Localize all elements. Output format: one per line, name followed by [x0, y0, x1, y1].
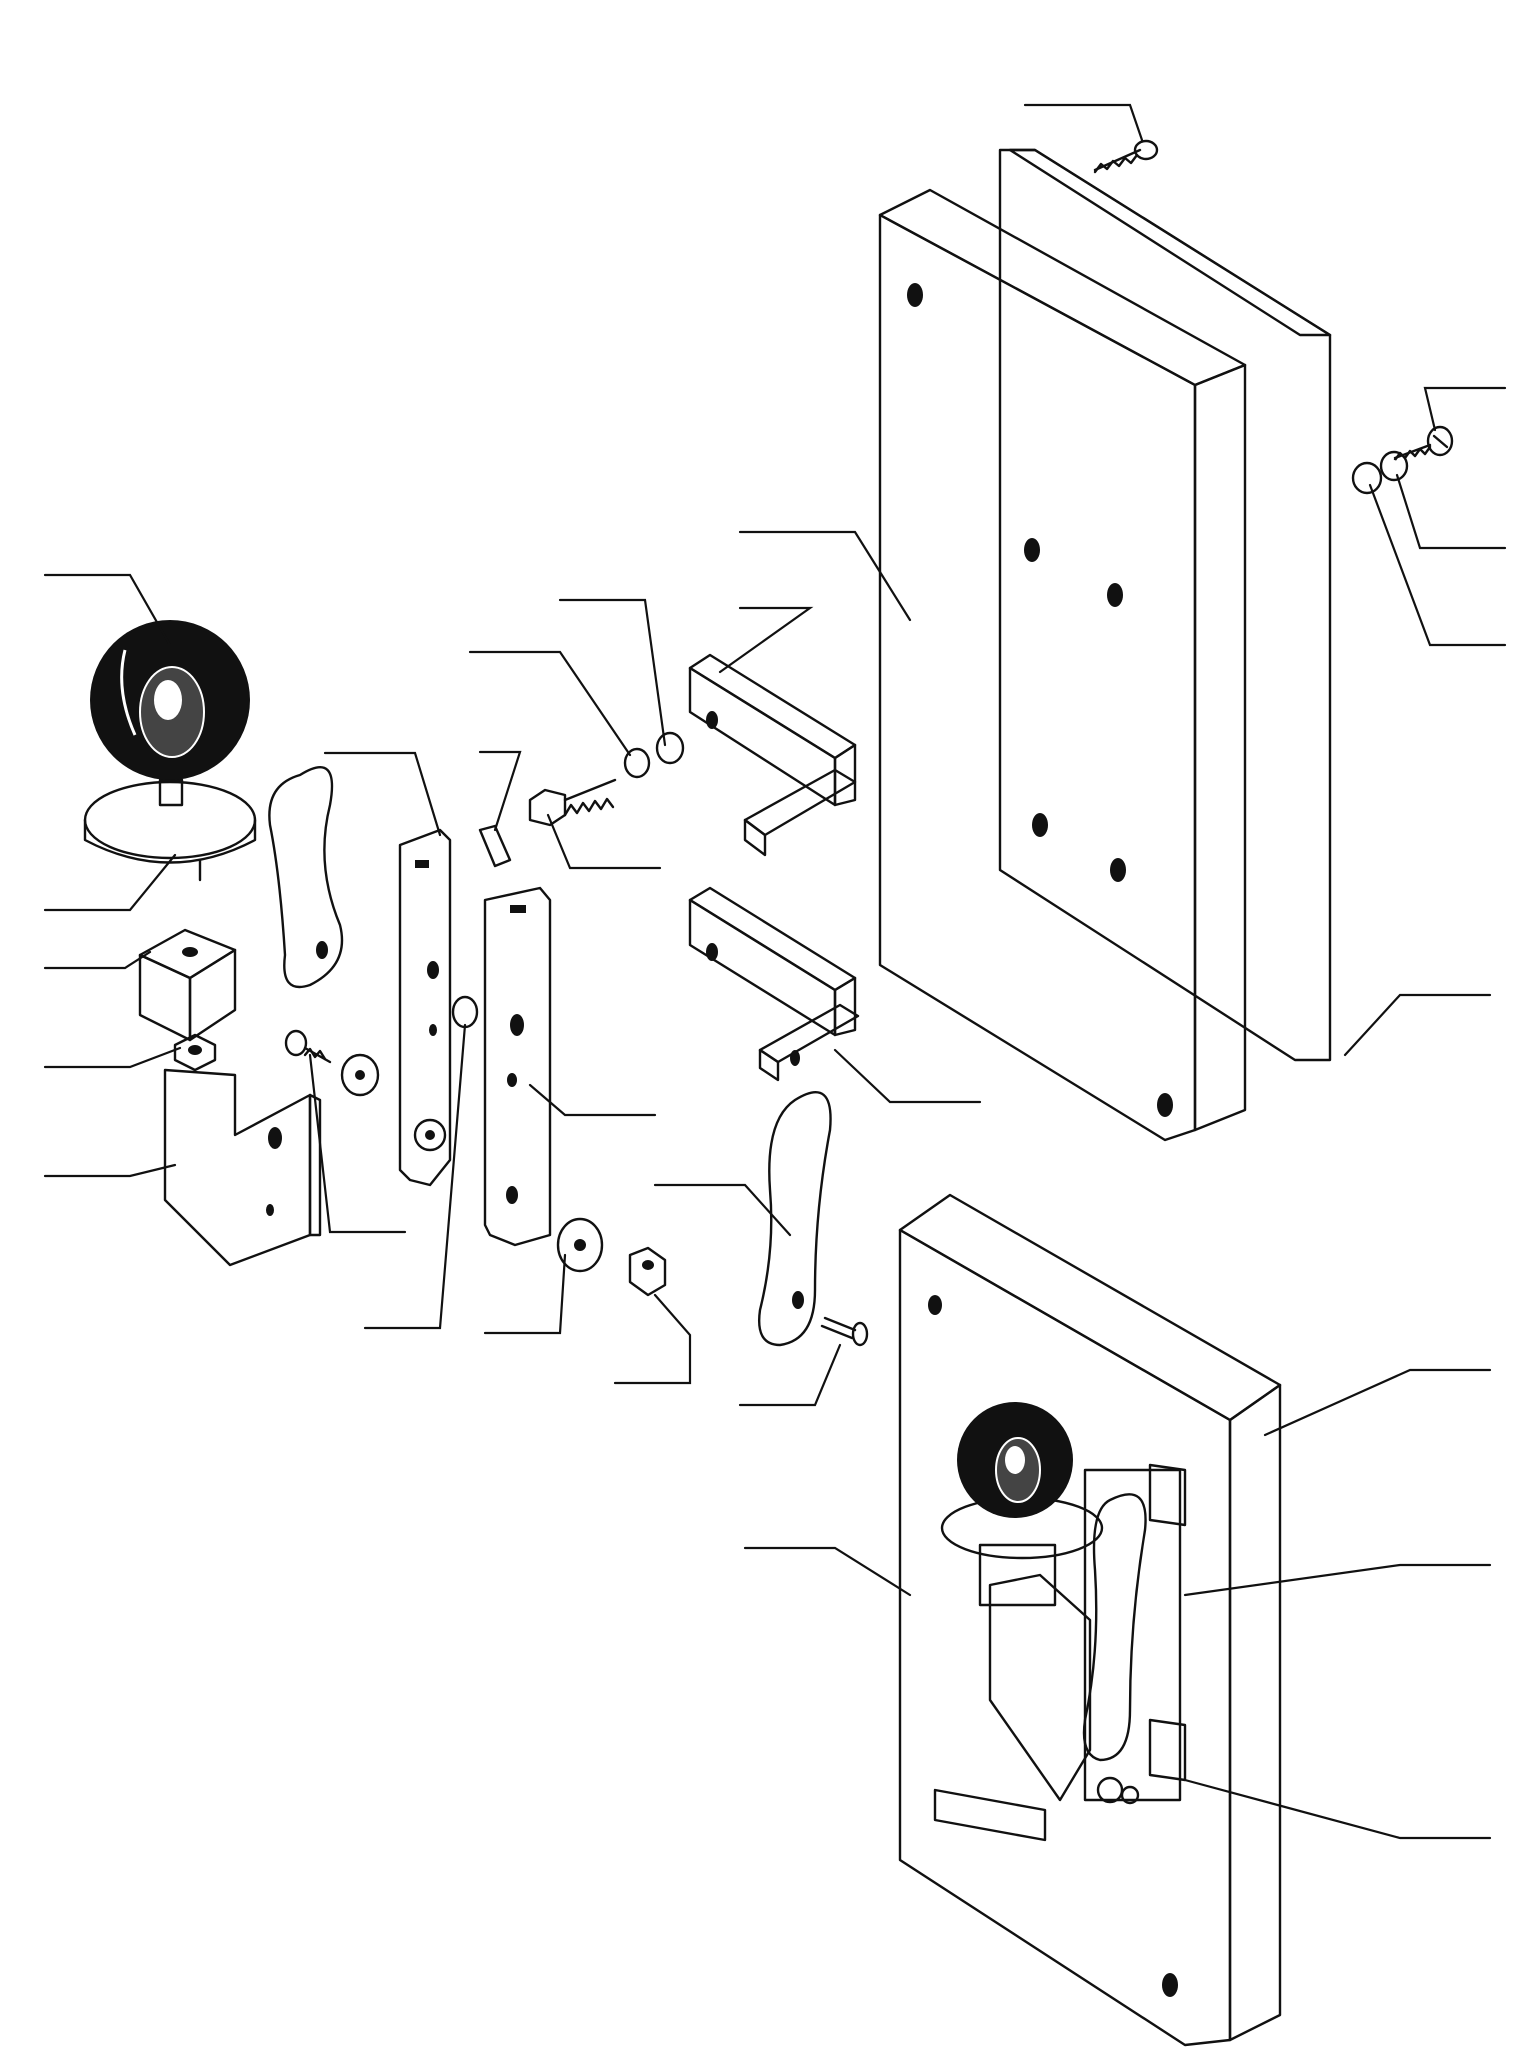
board-hole: [1107, 583, 1123, 607]
callout-leader-18: [528, 1083, 657, 1117]
callout-leader-8: [468, 650, 632, 757]
callout-leader-23: [738, 1343, 842, 1407]
callout-leader-5: [738, 530, 912, 622]
callout-leader-24: [833, 1048, 982, 1104]
callout-leaders: [43, 103, 1507, 1840]
callout-leader-9: [478, 750, 522, 832]
callout-leader-1: [1023, 103, 1144, 142]
assembled-mechanism: [933, 1402, 1187, 1842]
callout-leader-10: [546, 813, 662, 870]
spring-clip: [451, 995, 479, 1029]
callout-leader-16: [43, 1163, 177, 1178]
assembled-board: [898, 1193, 1282, 2047]
callout-leader-3: [1395, 473, 1507, 550]
callout-leader-19: [363, 1023, 467, 1330]
callout-leader-7: [558, 598, 667, 747]
callout-leader-12: [43, 573, 172, 647]
hex-bolt: [528, 778, 617, 827]
flat-washer: [1351, 461, 1383, 495]
callout-leader-4: [1368, 483, 1507, 647]
lock-washer-center: [623, 747, 651, 779]
backing-panel: [998, 148, 1332, 1062]
callout-leader-2: [1423, 386, 1507, 432]
board-hole: [1110, 858, 1126, 882]
callout-leader-11: [323, 751, 442, 837]
callout-leader-14: [43, 950, 152, 970]
board-hole: [1157, 1093, 1173, 1117]
callout-leader-26: [1263, 1368, 1492, 1437]
control-knob: [83, 620, 257, 882]
hex-nut-small: [173, 1033, 217, 1072]
link-bar-front: [398, 828, 452, 1187]
callout-leader-15: [43, 1046, 182, 1069]
hex-nut: [628, 1246, 667, 1297]
star-washer-left: [340, 1053, 380, 1097]
rivet: [820, 1316, 869, 1347]
square-block: [138, 928, 237, 1042]
wood-screw: [1093, 139, 1159, 174]
main-board: [878, 188, 1247, 1142]
link-bar-rear: [483, 886, 552, 1247]
lock-washer: [1379, 450, 1409, 482]
callout-leader-21: [613, 1293, 692, 1385]
callout-leader-20: [483, 1253, 567, 1335]
callout-leader-29: [1183, 1778, 1492, 1840]
machine-screw: [1393, 425, 1454, 462]
callout-leader-28: [1183, 1563, 1492, 1597]
curved-lever-right: [758, 1091, 832, 1347]
board-hole: [907, 283, 923, 307]
callout-leader-25: [1343, 993, 1492, 1057]
flat-washer-center: [655, 731, 685, 765]
pin: [478, 824, 512, 868]
star-washer-right: [556, 1217, 604, 1273]
mounting-plate: [163, 1068, 322, 1267]
callout-leader-6: [718, 606, 814, 674]
callout-leader-13: [43, 853, 177, 912]
lower-angle-bracket: [688, 886, 860, 1082]
upper-angle-bracket: [688, 653, 857, 857]
board-hole: [1032, 813, 1048, 837]
callout-leader-27: [743, 1546, 912, 1597]
callout-leader-17: [308, 1053, 407, 1234]
board-hole: [1024, 538, 1040, 562]
curved-lever-left: [268, 766, 344, 989]
callout-leader-22: [653, 1183, 792, 1237]
shoulder-screw: [284, 1029, 332, 1064]
